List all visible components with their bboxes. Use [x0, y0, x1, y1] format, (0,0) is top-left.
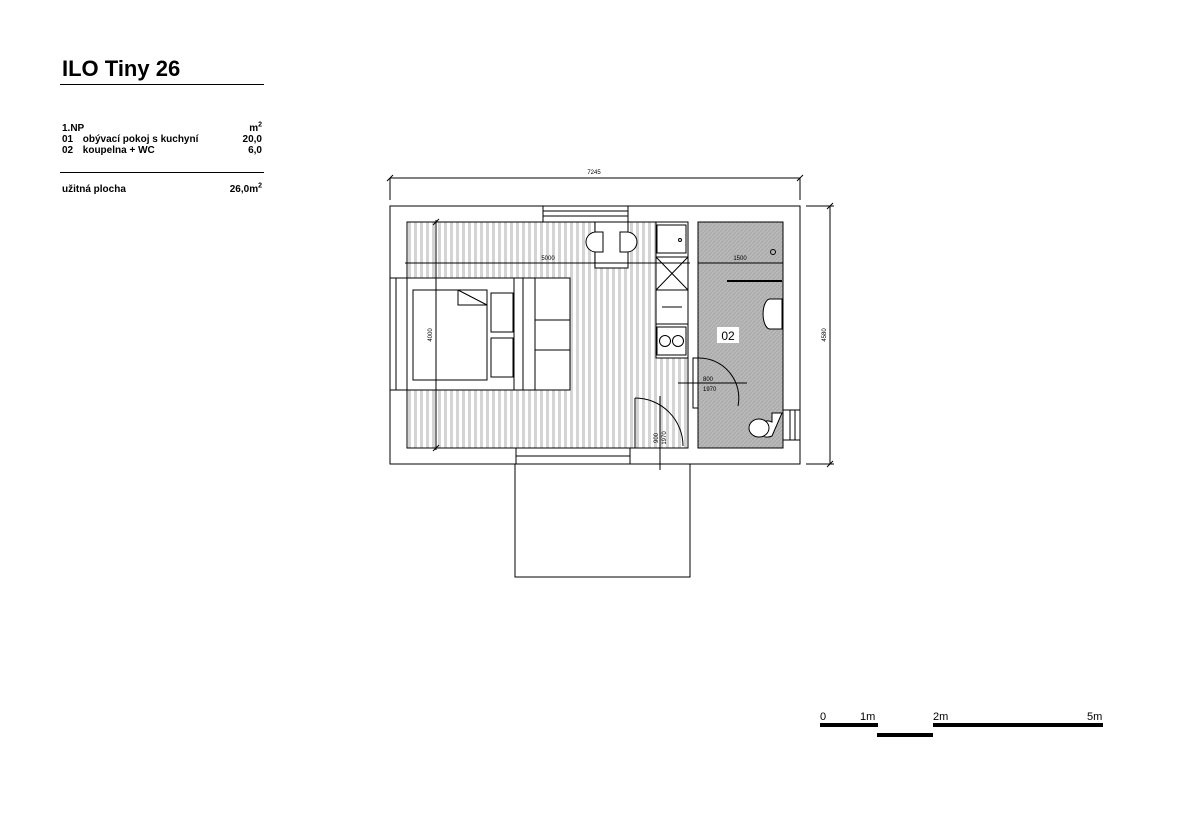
dim-height: 4580: [822, 328, 828, 342]
bathroom-floor: [697, 221, 784, 449]
table-divider: [60, 172, 264, 173]
entry-door-swing: [634, 397, 684, 447]
page-title: ILO Tiny 26: [62, 56, 181, 81]
unit-label: m2: [249, 121, 262, 134]
terrace: [514, 463, 691, 578]
fridge: [656, 224, 687, 254]
scale-label: 1m: [860, 711, 875, 723]
window-top: [542, 205, 629, 223]
washbasin: [762, 298, 783, 330]
window-bath: [782, 409, 801, 441]
scale-label: 5m: [1087, 711, 1102, 723]
scale-bar: 0 1m 2m 5m: [820, 711, 1103, 737]
bath-door-height: 1970: [703, 387, 717, 393]
scale-label: 0: [820, 711, 826, 723]
entry-door-width: 900: [654, 432, 660, 443]
dimension-lines: [386, 174, 834, 468]
dim-living-width: 5000: [541, 256, 555, 262]
sofa: [534, 277, 571, 391]
window-left: [389, 277, 408, 391]
title-divider: [60, 84, 264, 85]
room-label-02: 02: [721, 329, 735, 343]
bath-door-width: 800: [703, 377, 714, 383]
scale-label: 2m: [933, 711, 948, 723]
dim-bath-width: 1500: [733, 256, 747, 262]
dim-living-depth: 4000: [428, 328, 434, 342]
cooktop: [656, 326, 687, 356]
dim-width: 7245: [587, 170, 601, 176]
floor-label: 1.NP: [62, 123, 85, 134]
entry-door-height: 1970: [662, 431, 668, 445]
